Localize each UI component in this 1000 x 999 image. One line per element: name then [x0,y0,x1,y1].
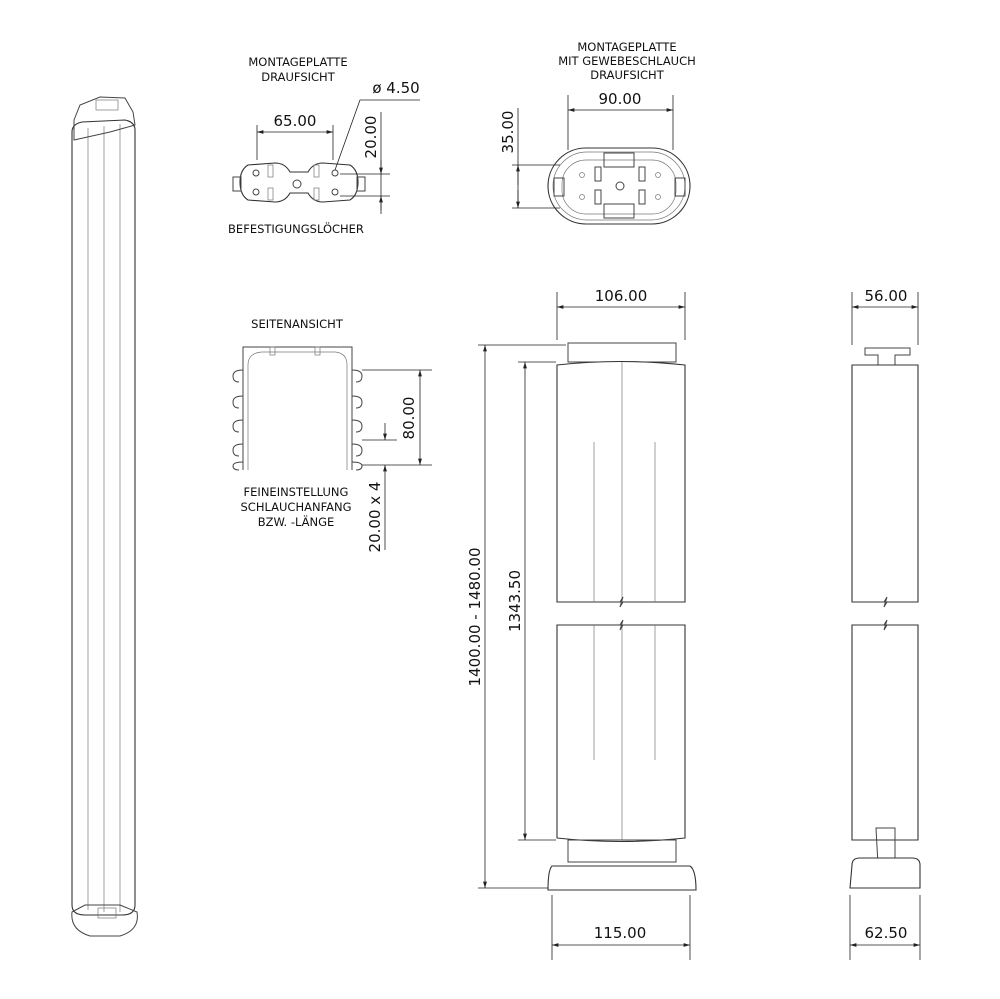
dim-body-height: 1343.50 [506,570,524,632]
title-line2: DRAUFSICHT [261,70,335,84]
dim-hole-diameter: ø 4.50 [372,79,419,97]
dim-top-width: 56.00 [865,287,908,305]
caption: BEFESTIGUNGSLÖCHER [228,220,364,236]
mounting-plate-top-view: MONTAGEPLATTE DRAUFSICHT 65.00 20.00 ø 4… [228,55,420,236]
dim-total-height: 1400.00 - 1480.00 [466,547,484,686]
caption-line2: SCHLAUCHANFANG [240,500,351,514]
dim-width: 90.00 [599,90,642,108]
base [547,865,697,891]
dim-range: 80.00 [400,397,418,440]
side-view: 56.00 62.50 [849,287,921,960]
dim-height: 35.00 [499,111,517,154]
mounting-plate-hose-top-view: MONTAGEPLATTE MIT GEWEBESCHLAUCH DRAUFSI… [499,40,696,225]
title-line2: MIT GEWEBESCHLAUCH [558,54,696,68]
perspective-column [71,96,138,937]
base [849,857,921,889]
base-foot [71,904,138,937]
top-plate [567,342,677,363]
dim-base-width: 115.00 [594,924,647,942]
dim-top-width: 106.00 [595,287,648,305]
title-line1: MONTAGEPLATTE [248,55,347,69]
top-mounting-plate [73,96,136,141]
dim-height: 20.00 [362,116,380,159]
front-view: 106.00 115.00 1400.00 - 1480.00 1343.50 [466,287,697,960]
title-line3: DRAUFSICHT [590,68,664,82]
dim-step: 20.00 x 4 [366,482,384,553]
dim-base-width: 62.50 [865,924,908,942]
dim-width: 65.00 [274,112,317,130]
caption-line3: BZW. -LÄNGE [258,514,335,529]
caption-line1: FEINEINSTELLUNG [244,485,349,499]
title: SEITENANSICHT [251,317,344,331]
title-line1: MONTAGEPLATTE [577,40,676,54]
side-section-view: SEITENANSICHT 80.00 20.00 x 4 FEINEINSTE… [232,317,432,553]
